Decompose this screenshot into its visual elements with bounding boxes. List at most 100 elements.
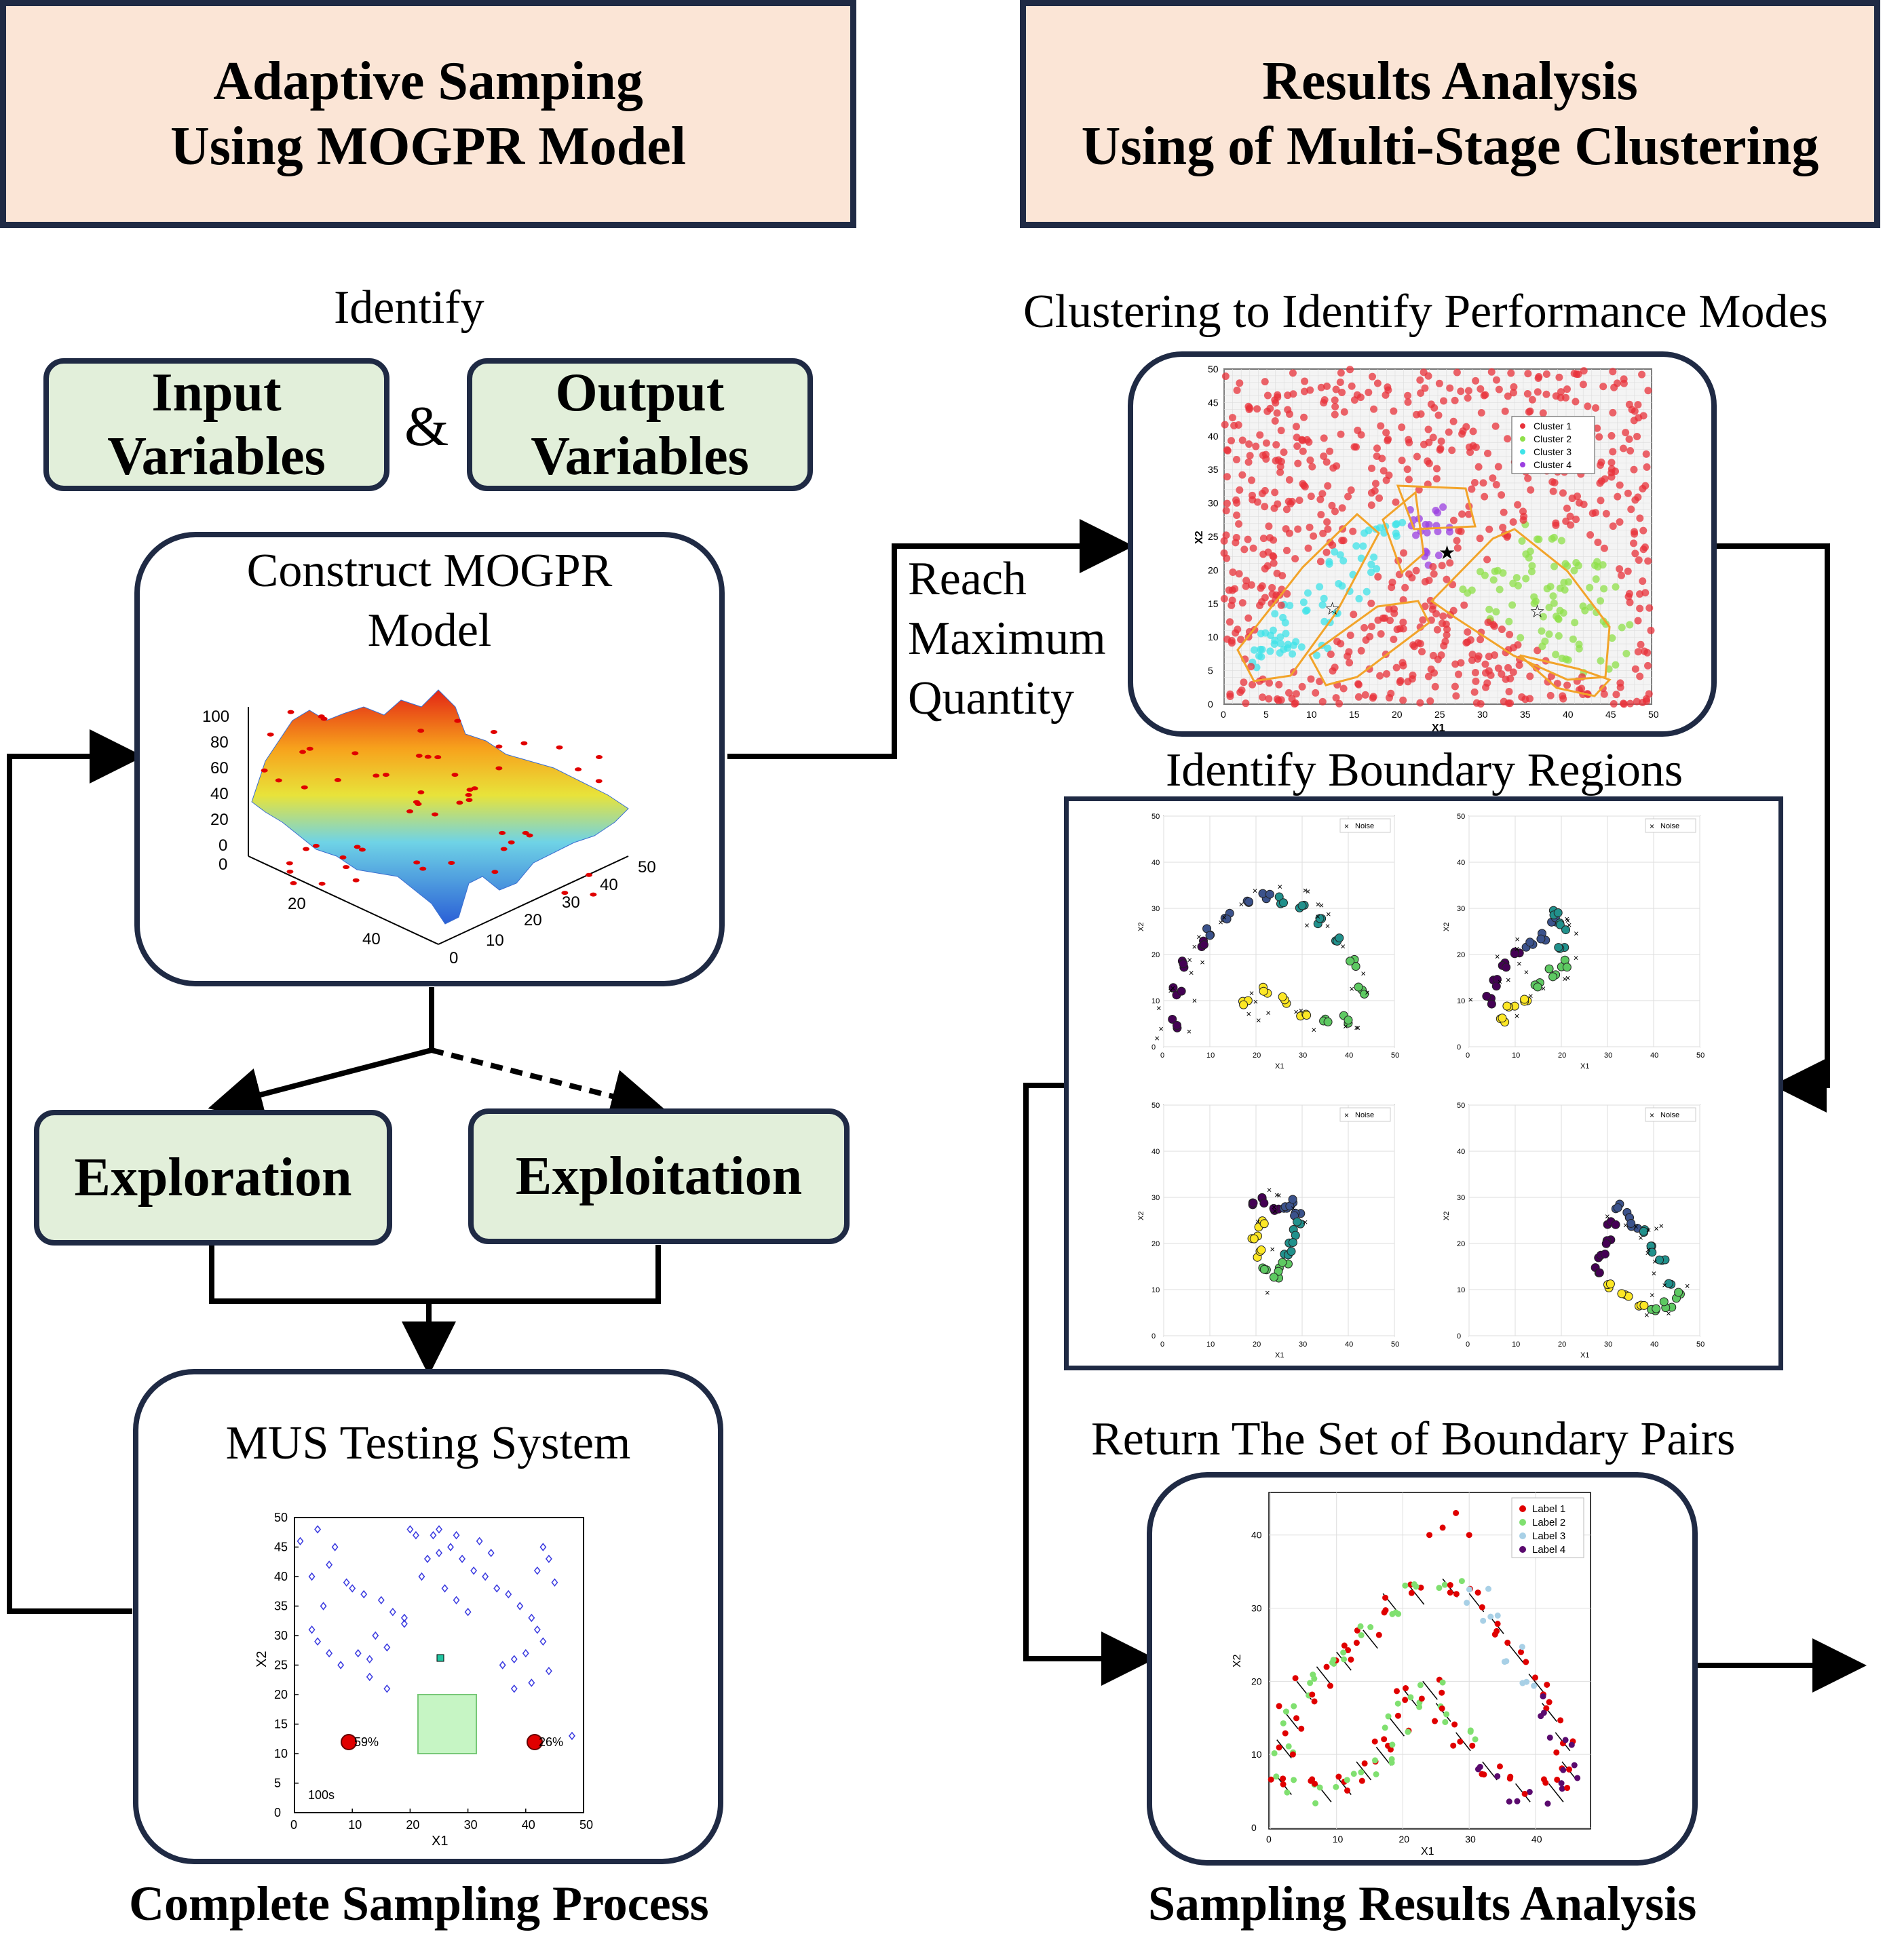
cluster-point — [1286, 602, 1294, 610]
noise-point: × — [1156, 1003, 1162, 1013]
cluster-point — [1271, 488, 1279, 497]
sample-point — [470, 1566, 478, 1575]
cluster-point — [1306, 523, 1314, 531]
x-tick: 40 — [522, 1818, 535, 1832]
cluster-point — [1453, 368, 1461, 377]
sample-dot — [500, 847, 508, 851]
sample-point — [366, 1655, 373, 1664]
x-tick: 20 — [1398, 1834, 1409, 1845]
result-point — [1436, 1585, 1443, 1591]
cluster-point — [1262, 439, 1270, 447]
cluster-point — [1586, 530, 1595, 539]
cluster-point — [1365, 526, 1373, 535]
result-point — [1450, 1742, 1457, 1749]
cluster-point — [1557, 537, 1565, 545]
boundary-point — [1561, 925, 1571, 935]
cluster-point — [1433, 625, 1441, 634]
cluster-point — [1453, 537, 1461, 545]
y-tick: 20 — [1457, 951, 1465, 959]
result-point — [1276, 1744, 1282, 1751]
sample-dot — [301, 785, 308, 790]
boundary-point — [1278, 898, 1288, 908]
noise-point: × — [1541, 983, 1546, 993]
x-tick: 10 — [1512, 1051, 1520, 1060]
sample-point — [510, 1655, 518, 1664]
result-point — [1405, 1729, 1411, 1735]
cluster-point — [1477, 700, 1485, 708]
result-point — [1344, 1777, 1350, 1783]
cluster-point — [1280, 448, 1288, 457]
exploitation-box: Exploitation — [468, 1108, 850, 1244]
cluster-point — [1400, 549, 1408, 557]
x-tick: 0 — [1466, 1340, 1470, 1349]
result-point — [1501, 1659, 1508, 1665]
cluster-point — [1227, 437, 1236, 445]
cluster-point — [1460, 601, 1468, 609]
cluster-point — [1519, 516, 1527, 524]
sample-dot — [413, 860, 421, 865]
cluster-point — [1269, 626, 1277, 634]
cluster-point — [1644, 661, 1652, 670]
cluster-point — [1282, 525, 1290, 533]
cluster-point — [1567, 521, 1575, 529]
noise-point: × — [1274, 1190, 1280, 1200]
cluster-point — [1493, 566, 1502, 575]
cluster-point — [1325, 558, 1333, 566]
cluster-point — [1637, 640, 1645, 649]
result-point — [1447, 1589, 1453, 1596]
cluster-point — [1392, 520, 1400, 528]
cluster-point — [1398, 423, 1406, 431]
cluster-point — [1338, 388, 1346, 396]
cluster-point — [1631, 549, 1639, 558]
cluster-point — [1552, 651, 1560, 659]
cluster-point — [1438, 562, 1446, 570]
sample-dot — [465, 792, 472, 797]
cluster-point — [1376, 524, 1384, 532]
cluster-point — [1635, 556, 1643, 564]
y-tick: 0 — [1457, 1043, 1461, 1051]
cluster-point — [1396, 625, 1404, 633]
pair-line — [1276, 1739, 1292, 1759]
cluster-point — [1416, 376, 1424, 384]
cluster-point — [1357, 554, 1365, 562]
sample-dot — [434, 755, 442, 760]
cluster-point — [1268, 590, 1276, 598]
cluster-point — [1509, 668, 1517, 676]
cluster-point — [1634, 493, 1642, 501]
cluster-point — [1244, 458, 1253, 466]
sample-dot — [490, 730, 497, 735]
y-tick: 30 — [1457, 1194, 1465, 1202]
boundary-point — [1360, 989, 1369, 999]
cluster-point — [1236, 486, 1244, 494]
result-point — [1558, 1780, 1565, 1787]
sample-dot — [417, 790, 425, 794]
noise-point: × — [1325, 921, 1331, 931]
cluster-point — [1357, 647, 1365, 655]
cluster-point — [1373, 565, 1381, 573]
cluster-point — [1485, 525, 1493, 533]
boundary-point — [1259, 1198, 1269, 1208]
cluster-point — [1527, 568, 1536, 576]
noise-point: × — [1222, 912, 1227, 923]
sample-point — [505, 1589, 512, 1599]
surface-shape — [251, 689, 629, 925]
boundary-point — [1259, 986, 1268, 996]
left-header-line2: Using MOGPR Model — [170, 117, 686, 176]
sample-point — [389, 1607, 396, 1617]
result-point — [1557, 1717, 1564, 1724]
cluster-point — [1561, 560, 1569, 568]
noise-point: × — [1365, 987, 1370, 997]
cluster-point — [1455, 670, 1463, 678]
boundary-point — [1288, 1238, 1297, 1248]
cluster-point — [1509, 389, 1517, 397]
cluster-point — [1367, 599, 1375, 607]
cluster-point — [1248, 491, 1256, 499]
cluster-point — [1636, 604, 1644, 613]
cluster-hulls — [1236, 484, 1612, 697]
noise-point: × — [1192, 942, 1197, 952]
y-tick: 20 — [1457, 1240, 1465, 1248]
cluster-point — [1451, 660, 1460, 668]
cluster-point — [1333, 638, 1341, 646]
noise-point: × — [1495, 952, 1500, 962]
